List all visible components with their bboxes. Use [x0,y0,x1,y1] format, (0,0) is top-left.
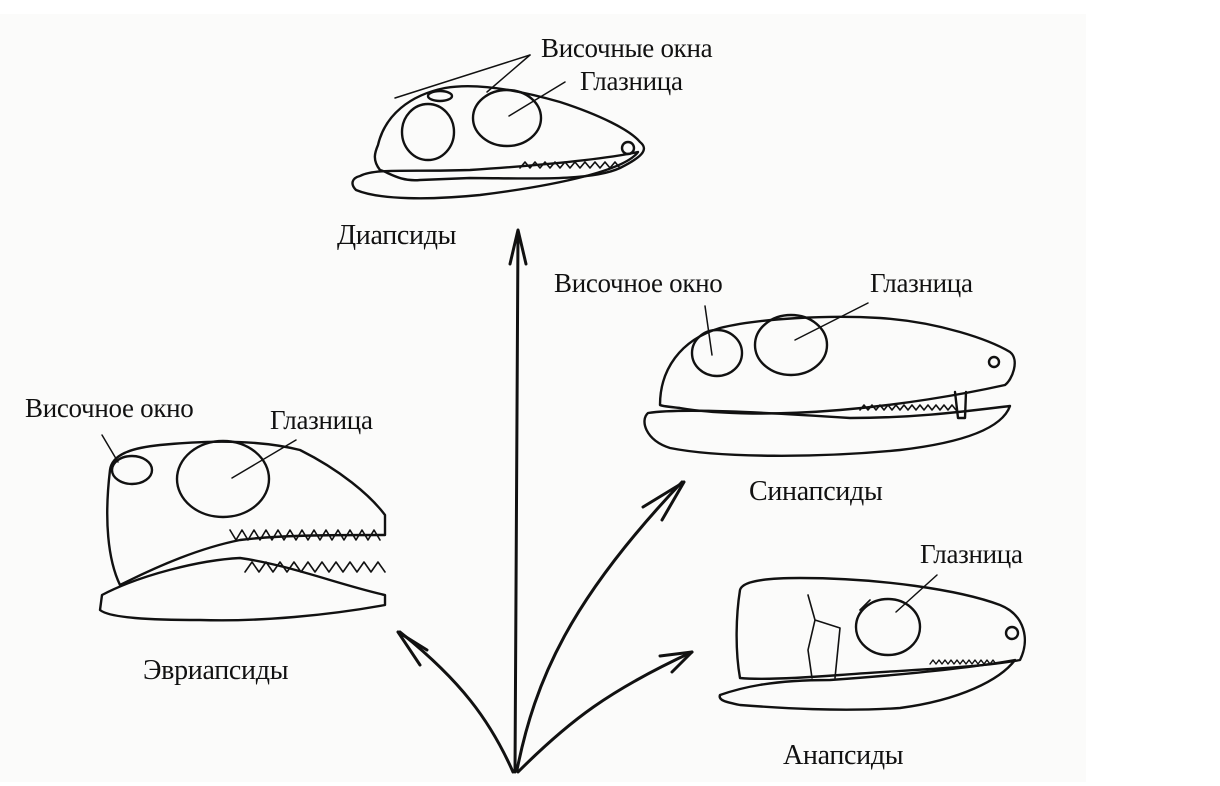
lower-teeth [244,561,386,573]
skull-anapsid [718,574,1027,711]
orbit [854,597,922,657]
euryapsid-orbit-label: Глазница [270,405,373,435]
nostril [987,355,1001,369]
nostril [1004,625,1020,641]
arrowhead-anapsid [658,650,694,674]
orbit [175,439,271,519]
orbit [753,313,829,377]
leader-orbit [508,81,566,117]
leader-fenestra [101,434,119,463]
arrowhead-diapsid [508,228,528,266]
upper-teeth [229,529,381,541]
teeth-row [519,161,621,169]
skull-outline [658,315,1016,415]
arrow-to-anapsid [516,650,694,774]
diapsid-orbit-label: Глазница [580,66,683,96]
diapsid-fenestra-label: Височные окна [541,33,713,63]
branch-arrows [396,228,694,774]
figure-panel [0,14,1086,782]
leader-orbit [231,439,297,479]
suture-lines [807,594,871,679]
synapsid-fenestra-label: Височное окно [554,268,723,298]
skull-synapsid [643,302,1016,457]
arrow-to-synapsid [515,480,684,772]
skull-outline [735,576,1027,681]
euryapsid-fenestra-label: Височное окно [25,393,194,423]
arrow-to-euryapsid [398,630,515,774]
synapsid-caption: Синапсиды [749,476,883,507]
temporal-fenestra [690,328,744,378]
leader-orbit [895,574,938,613]
temporal-fenestra [110,454,154,486]
anapsid-orbit-label: Глазница [920,539,1023,569]
teeth-row [929,659,997,665]
arrowhead-synapsid [641,480,686,522]
anapsid-caption: Анапсиды [783,740,904,771]
orbit [471,88,543,148]
diapsid-caption: Диапсиды [337,220,457,251]
synapsid-orbit-label: Глазница [870,268,973,298]
lower-jaw [98,556,387,622]
lower-jaw [718,658,1017,711]
skull-diapsid [351,54,646,200]
arrow-to-diapsid [513,230,520,774]
euryapsid-caption: Эвриапсиды [143,655,289,686]
leader-fenestra [704,305,713,356]
leader-fenestra-1 [394,54,531,99]
lower-jaw [643,404,1012,457]
arrowhead-euryapsid [396,630,429,667]
nostril [620,140,636,156]
skull-outline [106,440,387,587]
temporal-fenestra-lower [400,102,456,162]
temporal-fenestra-upper [426,89,454,103]
teeth-row [859,404,957,411]
canine-tooth [953,390,968,420]
leader-orbit [794,302,869,341]
leader-fenestra-2 [486,54,531,93]
skull-euryapsid [98,434,387,622]
skull-outline [373,85,646,182]
